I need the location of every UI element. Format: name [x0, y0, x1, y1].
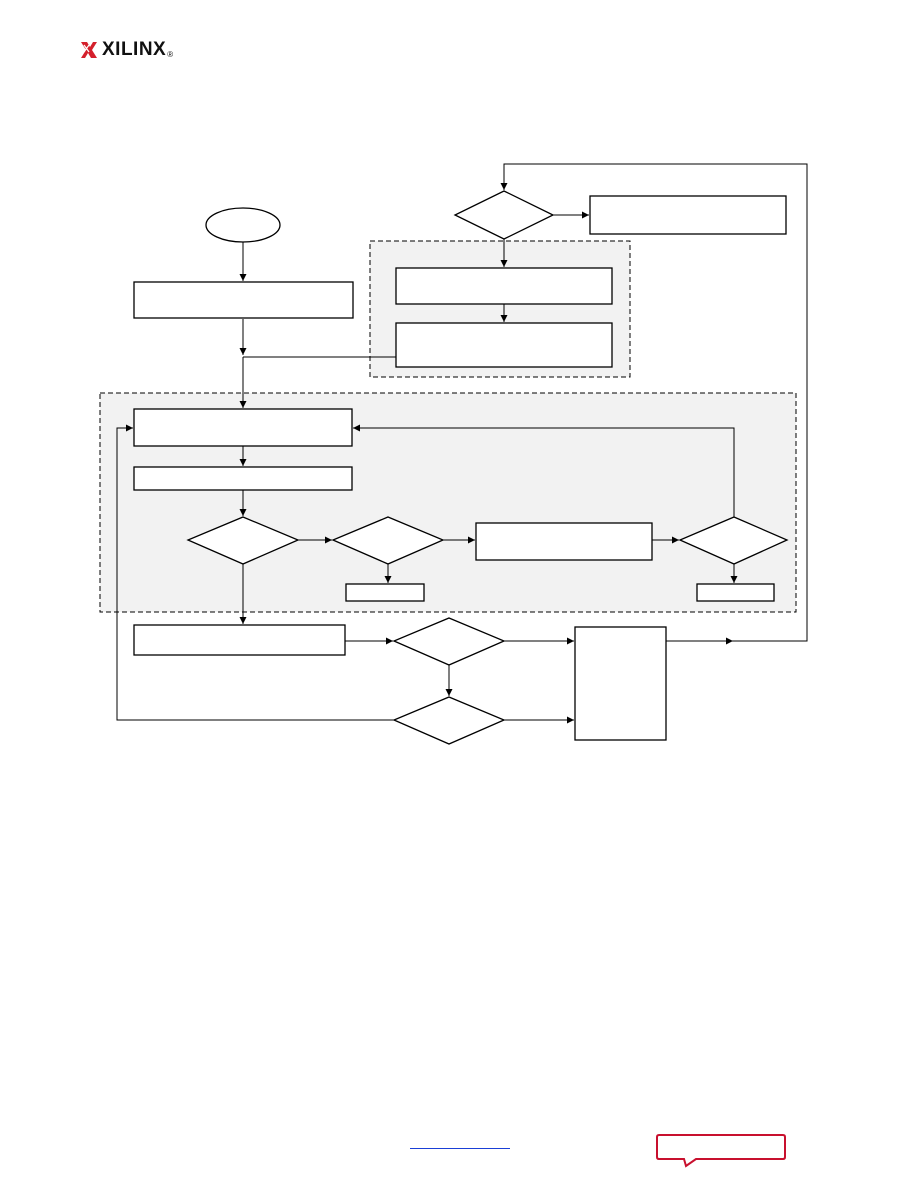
brand-name: XILINX — [102, 39, 167, 60]
tall-output-box — [574, 626, 667, 741]
process-box-2 — [133, 408, 353, 447]
process-box-1 — [133, 281, 354, 319]
brand-registered-mark: ® — [167, 50, 174, 59]
upper-box-1 — [395, 267, 613, 305]
start-terminal — [205, 207, 281, 243]
top-right-box — [589, 195, 787, 235]
process-box-3 — [133, 466, 353, 491]
feedback-bubble-icon[interactable] — [656, 1133, 788, 1169]
xilinx-logo-icon — [81, 42, 97, 58]
loop-process-box — [475, 522, 653, 561]
decision-top — [453, 190, 555, 240]
decision-lower-1 — [392, 617, 506, 666]
xilinx-logo: XILINX ® — [80, 38, 173, 62]
process-box-4 — [133, 624, 346, 656]
decision-lower-2 — [392, 696, 506, 745]
small-end-box-2 — [696, 583, 775, 602]
small-end-box-1 — [345, 583, 425, 602]
connectors — [116, 163, 808, 724]
footer-link[interactable] — [410, 1138, 510, 1149]
upper-box-2 — [395, 322, 613, 368]
